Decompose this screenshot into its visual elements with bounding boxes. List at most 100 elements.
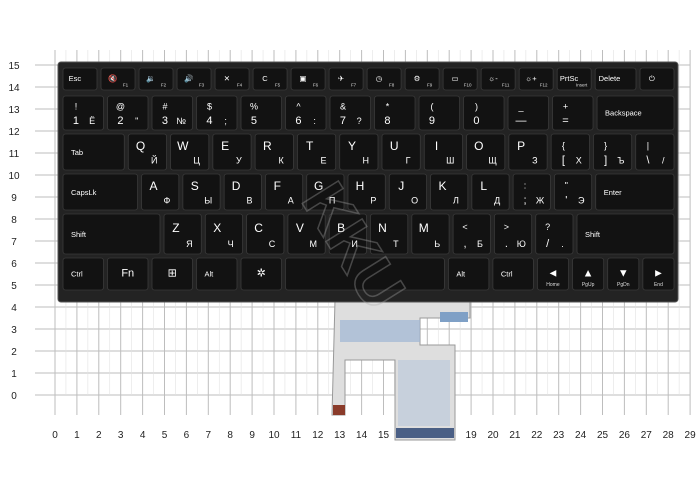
key-sublabel: F6 [313,83,319,88]
key-cap [535,213,574,255]
key: }]Ъ [593,133,633,171]
key-label: 3 [162,115,168,127]
key-alt-label: & [340,102,346,112]
key-label: ] [604,155,607,167]
key-label: ✲ [257,268,266,280]
key-alt-label: + [563,102,568,112]
y-ruler-label: 6 [11,259,17,270]
key: YН [339,133,379,171]
key: DВ [223,173,262,211]
key-cap [287,213,326,255]
key-label: Q [136,139,145,153]
y-ruler-label: 1 [11,369,17,380]
key: Alt [196,257,238,291]
key-cap [246,213,285,255]
key-label: ► [653,268,664,280]
y-ruler-label: 14 [8,83,20,94]
key: |\/ [635,133,675,171]
key-label: C [254,221,263,235]
key-sublabel: F11 [502,83,510,88]
key-alt-label: @ [116,102,125,112]
key-cap [554,173,593,211]
key: <,Б [452,213,491,255]
key-cap [466,133,506,171]
key-ru-label: Т [393,239,399,249]
key-cap [595,173,675,211]
key: VМ [287,213,326,255]
key: LД [471,173,510,211]
key-label: O [474,139,483,153]
key: ▣F6 [290,67,326,91]
key-cap [452,213,491,255]
key: ►End [642,257,675,291]
key-cap [430,173,469,211]
key-cap [223,173,262,211]
key-label: P [517,139,525,153]
y-ruler-label: 12 [8,127,20,138]
key-alt-label: ? [545,222,550,232]
key-ru-label: : [313,116,316,126]
x-ruler-label: 10 [268,430,280,441]
key-ru-label: И [351,239,357,249]
x-ruler-label: 1 [74,430,80,441]
key-sublabel: F1 [123,83,129,88]
key-cap [508,133,548,171]
key-label: ☼- [488,74,498,83]
key: TЕ [297,133,337,171]
key-alt-label: " [565,180,568,190]
key-label: 1 [73,115,79,127]
key-ru-label: К [279,156,285,166]
key-label: U [390,139,399,153]
key: Delete [594,67,637,91]
key-cap [536,257,569,291]
key: NТ [370,213,409,255]
key-label: S [191,179,199,193]
key-cap [329,95,371,131]
key-alt-label: | [647,140,649,150]
x-ruler-label: 5 [162,430,168,441]
key-ru-label: М [310,239,318,249]
key: $4; [196,95,238,131]
x-ruler-label: 26 [619,430,631,441]
x-ruler-label: 6 [184,430,190,441]
key-label: 🔉 [146,74,155,83]
key-alt-label: < [462,222,467,232]
y-ruler-label: 9 [11,193,17,204]
key: _— [507,95,549,131]
key-cap [306,173,345,211]
key-alt-label: ( [430,102,433,112]
key-label: E [221,139,229,153]
key-ru-label: Ь [434,239,440,249]
key-label: ◄ [548,268,559,280]
key-alt-label: } [604,140,607,150]
key: BИ [328,213,367,255]
key-cap [494,213,533,255]
key-label: ⏻ [649,74,656,83]
key-cap [507,95,549,131]
key-cap [339,133,379,171]
key-label: C [262,74,268,83]
key-label: M [419,221,429,235]
key: &7? [329,95,371,131]
key-cap [593,133,633,171]
key-alt-label: > [504,222,509,232]
key [285,257,445,291]
key-cap [290,67,326,91]
key-sublabel: F8 [389,83,395,88]
key-label: Tab [71,148,83,157]
key-cap [252,67,288,91]
key-cap [492,257,534,291]
ribbon-cable [331,299,471,441]
x-ruler-label: 13 [334,430,346,441]
key-cap [62,95,104,131]
key: Shift [576,213,675,255]
key-label: ⚙ [414,74,421,83]
x-ruler-label: 23 [553,430,565,441]
key-sublabel: F2 [161,83,167,88]
key: ▭F10 [442,67,478,91]
key-cap [607,257,640,291]
key-alt-label: ) [475,102,478,112]
key: >.Ю [494,213,533,255]
key-label: Shift [71,230,87,239]
y-ruler-label: 5 [11,281,17,292]
